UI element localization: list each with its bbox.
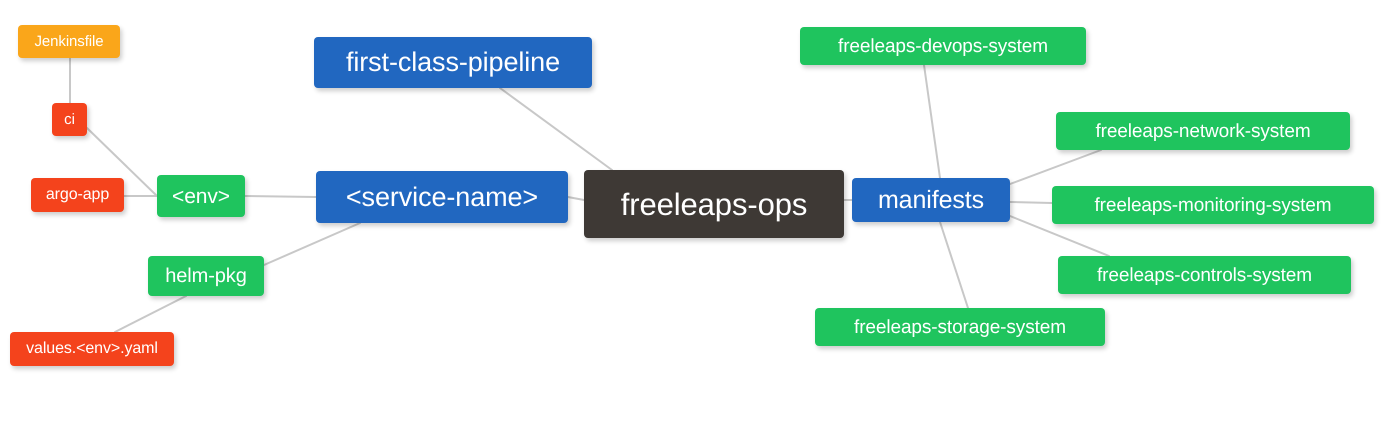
node-label-freeleaps-monitoring-system: freeleaps-monitoring-system — [1094, 194, 1332, 216]
edge-manifests-to-freeleaps-network-system — [1009, 149, 1102, 185]
node-label-argo-app: argo-app — [45, 186, 110, 203]
node-env[interactable]: <env> — [157, 175, 245, 217]
node-freeleaps-storage-system[interactable]: freeleaps-storage-system — [815, 308, 1105, 346]
node-label-service-name: <service-name> — [345, 181, 539, 212]
node-freeleaps-network-system[interactable]: freeleaps-network-system — [1056, 112, 1350, 150]
node-ci[interactable]: ci — [52, 103, 87, 136]
node-jenkinsfile[interactable]: Jenkinsfile — [18, 25, 120, 58]
node-service-name[interactable]: <service-name> — [316, 171, 568, 223]
node-argo-app[interactable]: argo-app — [31, 178, 124, 212]
node-label-freeleaps-controls-system: freeleaps-controls-system — [1096, 264, 1313, 286]
node-label-env: <env> — [172, 184, 230, 208]
node-label-freeleaps-storage-system: freeleaps-storage-system — [854, 316, 1066, 338]
node-freeleaps-controls-system[interactable]: freeleaps-controls-system — [1058, 256, 1351, 294]
node-label-ci: ci — [64, 111, 75, 128]
edge-values-yaml-to-helm-pkg — [114, 295, 187, 333]
edge-env-to-service-name — [244, 195, 317, 198]
node-label-freeleaps-network-system: freeleaps-network-system — [1095, 120, 1311, 142]
node-label-helm-pkg: helm-pkg — [165, 265, 247, 287]
node-label-freeleaps-ops: freeleaps-ops — [620, 186, 808, 222]
edge-manifests-to-freeleaps-storage-system — [939, 221, 969, 309]
node-label-jenkinsfile: Jenkinsfile — [34, 33, 104, 50]
edge-service-name-to-freeleaps-ops — [567, 196, 585, 201]
node-helm-pkg[interactable]: helm-pkg — [148, 256, 264, 296]
node-freeleaps-devops-system[interactable]: freeleaps-devops-system — [800, 27, 1086, 65]
node-manifests[interactable]: manifests — [852, 178, 1010, 222]
node-label-values-yaml: values.<env>.yaml — [26, 340, 158, 357]
node-freeleaps-monitoring-system[interactable]: freeleaps-monitoring-system — [1052, 186, 1374, 224]
node-label-freeleaps-devops-system: freeleaps-devops-system — [838, 35, 1048, 57]
node-label-first-class-pipeline: first-class-pipeline — [345, 47, 561, 77]
node-values-yaml[interactable]: values.<env>.yaml — [10, 332, 174, 366]
node-first-class-pipeline[interactable]: first-class-pipeline — [314, 37, 592, 88]
edge-helm-pkg-to-service-name — [263, 222, 361, 266]
edge-manifests-to-freeleaps-devops-system — [923, 64, 941, 179]
node-label-manifests: manifests — [877, 185, 985, 214]
edge-first-class-pipeline-to-freeleaps-ops — [499, 87, 613, 171]
edge-manifests-to-freeleaps-monitoring-system — [1009, 201, 1053, 204]
node-freeleaps-ops[interactable]: freeleaps-ops — [584, 170, 844, 238]
